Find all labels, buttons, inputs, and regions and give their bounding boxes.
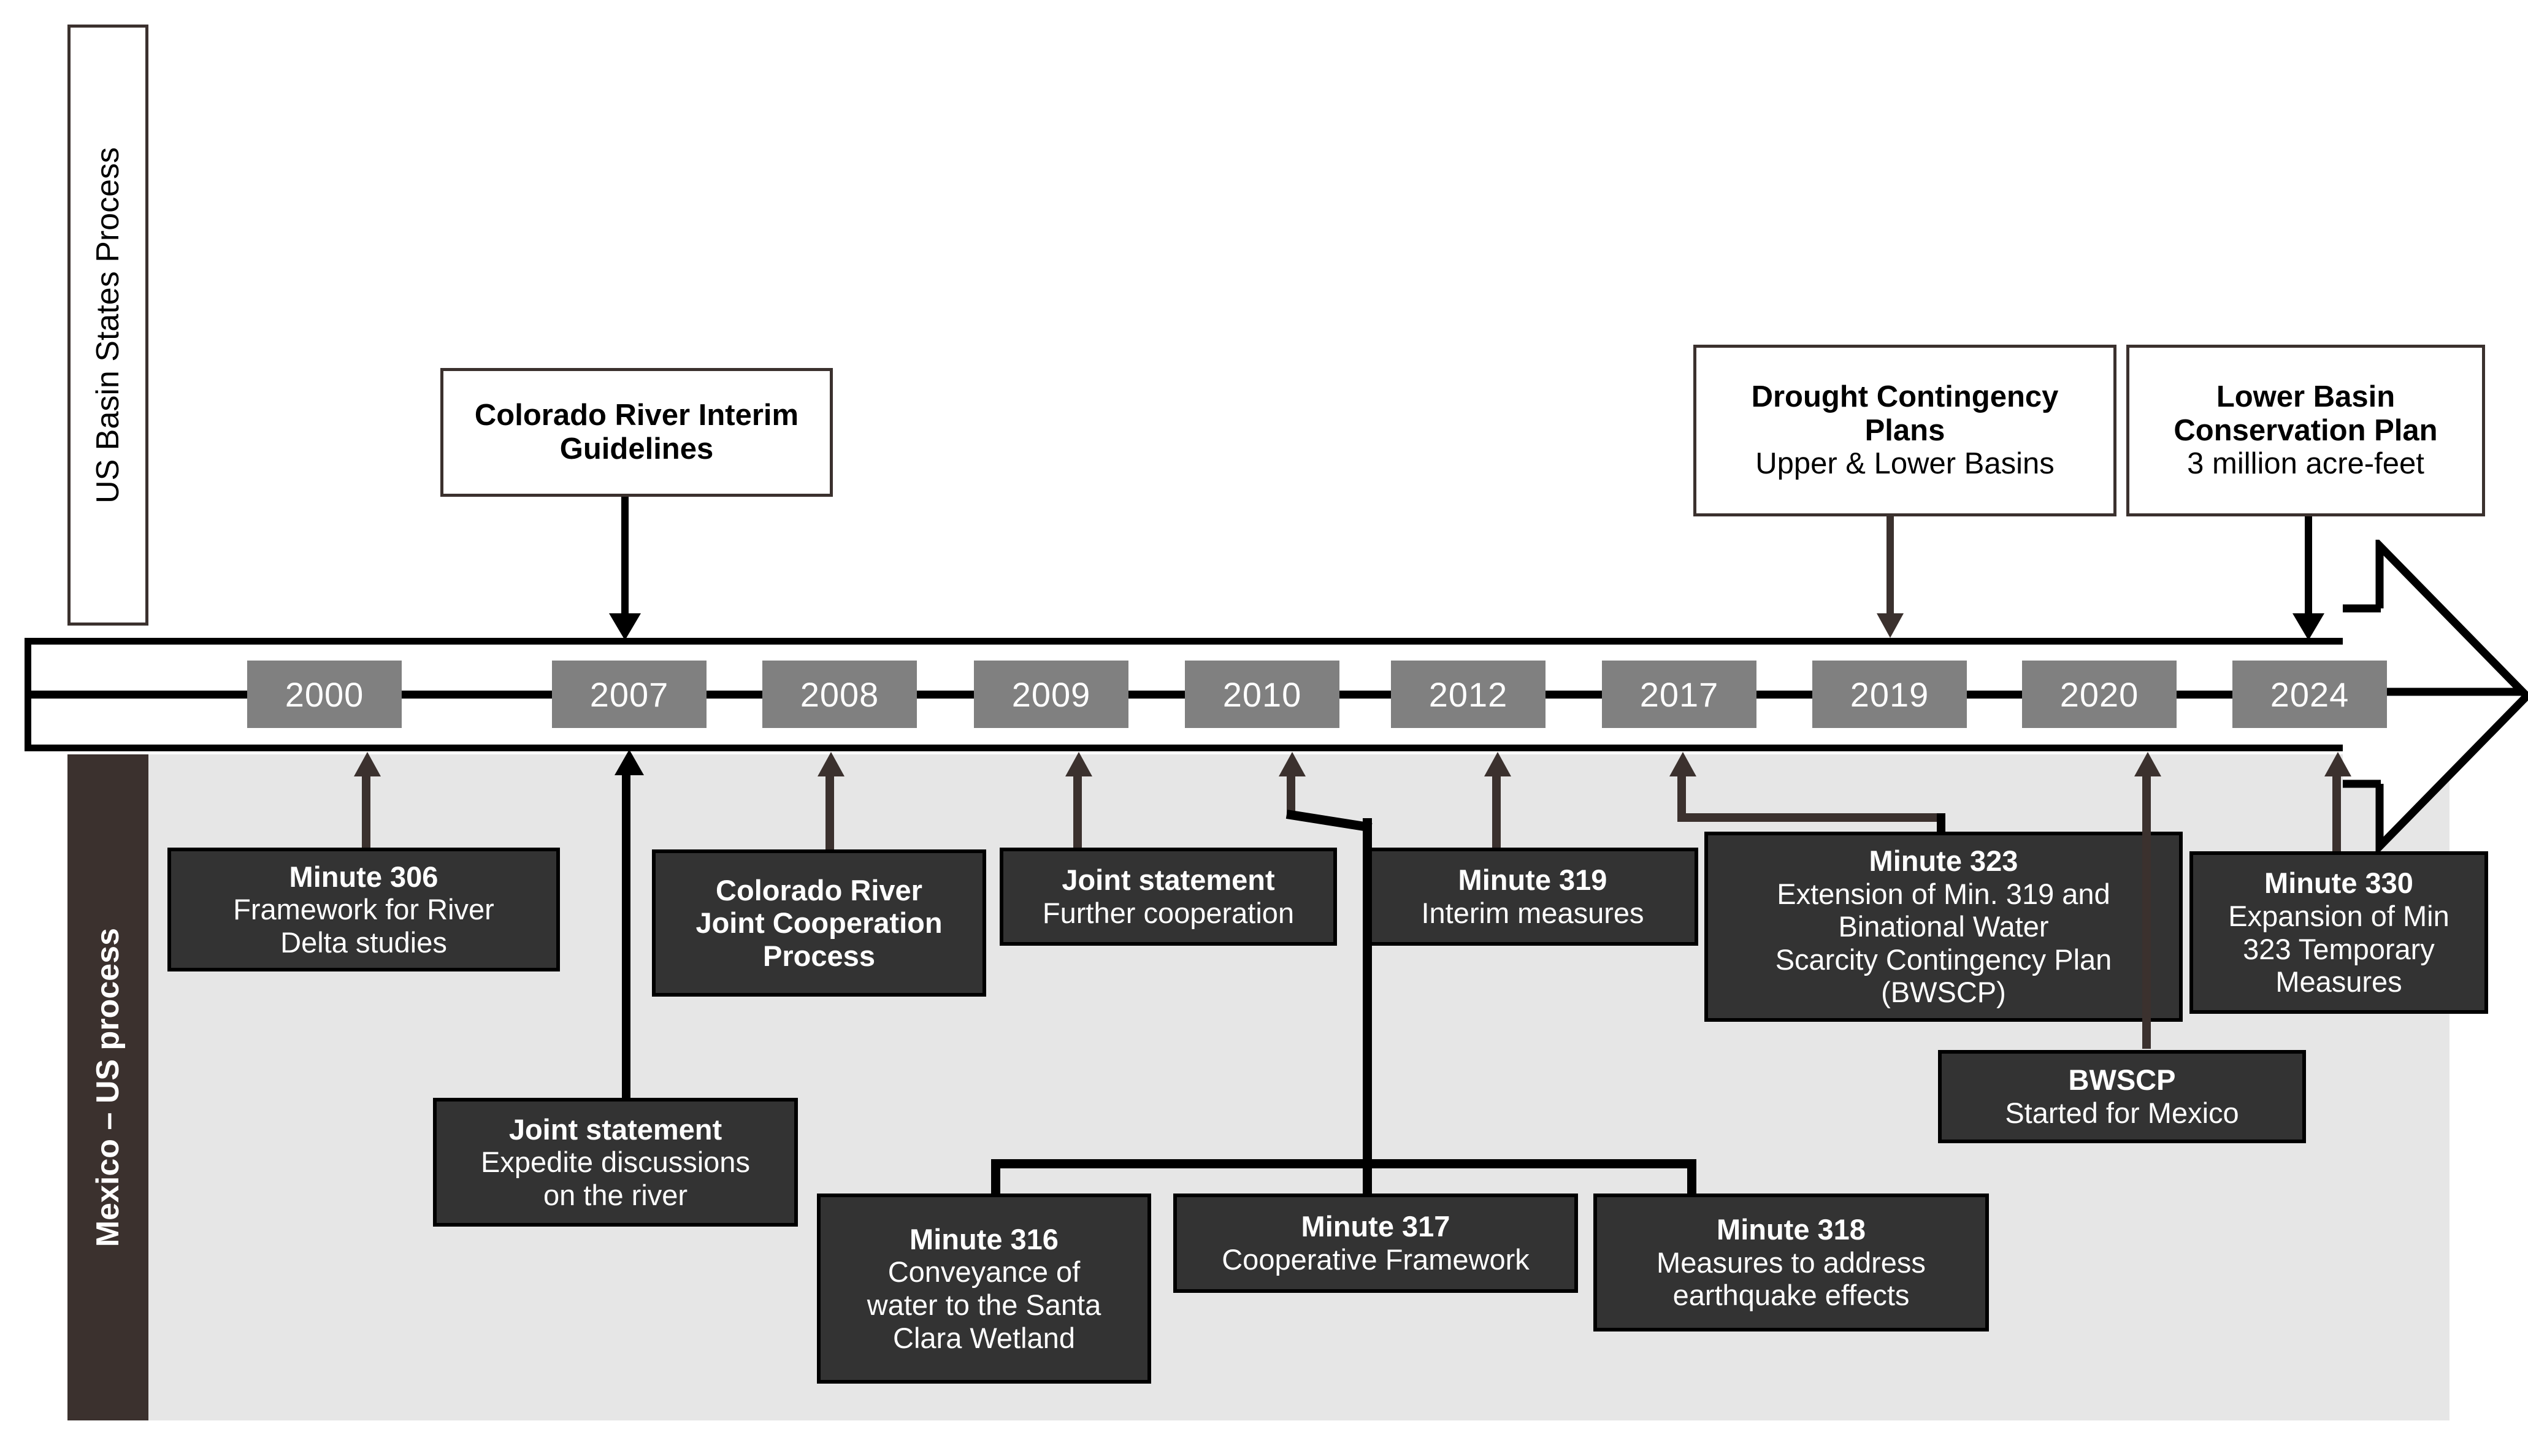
- year-label: 2017: [1639, 675, 1719, 714]
- connector-min319-arrowhead-icon: [1484, 752, 1511, 776]
- connector-us-dcp-arrowhead-icon: [1877, 613, 1904, 638]
- connector-min330-stem: [2332, 773, 2341, 853]
- connector-joint-further-arrowhead-icon: [1065, 752, 1092, 776]
- connector-bwscp-stem: [2142, 773, 2151, 1049]
- year-chip-2009[interactable]: 2009: [974, 661, 1128, 728]
- year-chip-2010[interactable]: 2010: [1185, 661, 1339, 728]
- us-box-colorado-river-interim-guidelines[interactable]: Colorado River Interim Guidelines: [440, 368, 833, 497]
- connector-min330-arrowhead-icon: [2324, 752, 2351, 776]
- year-chip-2019[interactable]: 2019: [1812, 661, 1967, 728]
- mx-box-title: Colorado River Joint Cooperation Process: [695, 873, 943, 972]
- year-chip-2007[interactable]: 2007: [552, 661, 707, 728]
- connector-us-lbcp-arrowhead-icon: [2292, 613, 2324, 640]
- mx-box-minute-306[interactable]: Minute 306 Framework for River Delta stu…: [167, 848, 560, 971]
- connector-min323-horz: [1677, 813, 1944, 822]
- connector-crjcp-stem: [825, 773, 834, 849]
- us-box-line3: 3 million acre-feet: [2187, 447, 2424, 481]
- mx-box-body: Measures to address earthquake effects: [1657, 1246, 1926, 1312]
- mx-box-minute-323[interactable]: Minute 323 Extension of Min. 319 and Bin…: [1704, 832, 2183, 1022]
- connector-us-guidelines-arrowhead-icon: [609, 613, 641, 640]
- us-box-line2: Guidelines: [559, 432, 714, 466]
- year-chip-2008[interactable]: 2008: [762, 661, 917, 728]
- mx-box-body: Further cooperation: [1042, 897, 1295, 929]
- connector-bus-horizontal: [991, 1159, 1696, 1168]
- year-label: 2009: [1011, 675, 1091, 714]
- mx-box-body: Started for Mexico: [2005, 1097, 2239, 1129]
- year-label: 2007: [589, 675, 669, 714]
- mx-box-title: Minute 323: [1869, 845, 2018, 878]
- mx-box-title: Minute 317: [1301, 1210, 1450, 1243]
- connector-2010-stem: [1287, 773, 1295, 818]
- connector-min323-arrowhead-icon: [1669, 752, 1696, 776]
- connector-2010-arrowhead-icon: [1279, 752, 1306, 776]
- mx-box-title: Minute 306: [289, 860, 439, 893]
- mx-box-body: Interim measures: [1421, 897, 1644, 929]
- mx-box-bwscp-started-for-mexico[interactable]: BWSCP Started for Mexico: [1938, 1050, 2306, 1143]
- connector-min319-stem: [1492, 773, 1501, 849]
- year-label: 2010: [1222, 675, 1302, 714]
- mx-box-title: BWSCP: [2068, 1063, 2176, 1097]
- mx-box-colorado-river-joint-cooperation-process[interactable]: Colorado River Joint Cooperation Process: [652, 849, 986, 997]
- year-chip-2024[interactable]: 2024: [2232, 661, 2387, 728]
- mx-box-body: Framework for River Delta studies: [233, 893, 494, 959]
- connector-us-lbcp-stem: [2305, 516, 2312, 618]
- connector-joint-expedite-stem: [622, 772, 630, 1100]
- mx-box-title: Joint statement: [1062, 864, 1275, 897]
- connector-min323-vert: [1677, 773, 1686, 822]
- connector-joint-expedite-arrowhead-icon: [615, 749, 644, 775]
- year-chip-2000[interactable]: 2000: [247, 661, 402, 728]
- us-basin-states-process-text: US Basin States Process: [90, 147, 126, 504]
- mx-box-minute-316[interactable]: Minute 316 Conveyance of water to the Sa…: [817, 1194, 1151, 1384]
- mx-box-body: Cooperative Framework: [1222, 1243, 1530, 1276]
- mx-box-minute-330[interactable]: Minute 330 Expansion of Min 323 Temporar…: [2189, 851, 2488, 1014]
- us-box-line2: Plans: [1864, 413, 1945, 447]
- year-chip-2020[interactable]: 2020: [2022, 661, 2177, 728]
- connector-crjcp-arrowhead-icon: [818, 752, 845, 776]
- mx-box-title: Minute 319: [1458, 864, 1607, 897]
- year-chip-2012[interactable]: 2012: [1391, 661, 1546, 728]
- mx-box-title: Minute 330: [2264, 867, 2413, 900]
- year-label: 2020: [2059, 675, 2139, 714]
- connector-min306-arrowhead-icon: [354, 752, 381, 776]
- mx-box-title: Minute 316: [910, 1222, 1059, 1255]
- us-basin-states-process-label: US Basin States Process: [67, 25, 148, 626]
- mx-box-title: Minute 318: [1717, 1213, 1866, 1246]
- year-chip-2017[interactable]: 2017: [1602, 661, 1756, 728]
- year-label: 2024: [2270, 675, 2350, 714]
- connector-joint-further-stem: [1073, 773, 1082, 849]
- mx-box-body: Conveyance of water to the Santa Clara W…: [867, 1255, 1101, 1354]
- us-box-lower-basin-conservation-plan[interactable]: Lower Basin Conservation Plan 3 million …: [2126, 345, 2485, 516]
- connector-bus-vertical: [1363, 818, 1372, 1162]
- us-box-line1: Drought Contingency: [1751, 380, 2059, 413]
- us-box-line3: Upper & Lower Basins: [1755, 447, 2055, 481]
- mx-box-title: Joint statement: [508, 1113, 722, 1146]
- us-box-drought-contingency-plans[interactable]: Drought Contingency Plans Upper & Lower …: [1693, 345, 2116, 516]
- mx-box-joint-statement-further[interactable]: Joint statement Further cooperation: [1000, 848, 1337, 946]
- year-label: 2012: [1428, 675, 1508, 714]
- mx-box-body: Expedite discussions on the river: [481, 1146, 750, 1211]
- year-label: 2008: [800, 675, 879, 714]
- us-box-line2: Conservation Plan: [2174, 413, 2438, 447]
- us-box-line1: Lower Basin: [2216, 380, 2396, 413]
- mx-box-body: Expansion of Min 323 Temporary Measures: [2228, 899, 2449, 998]
- mx-box-minute-317[interactable]: Minute 317 Cooperative Framework: [1173, 1194, 1578, 1293]
- mx-box-minute-319[interactable]: Minute 319 Interim measures: [1367, 848, 1698, 946]
- year-label: 2019: [1850, 675, 1929, 714]
- year-label: 2000: [285, 675, 364, 714]
- connector-us-dcp-stem: [1886, 516, 1894, 618]
- us-box-line1: Colorado River Interim: [474, 399, 799, 432]
- mx-box-joint-statement-expedite[interactable]: Joint statement Expedite discussions on …: [433, 1098, 798, 1227]
- mexico-us-process-text: Mexico – US process: [90, 927, 126, 1247]
- connector-min306-stem: [362, 773, 370, 849]
- mx-box-minute-318[interactable]: Minute 318 Measures to address earthquak…: [1593, 1194, 1989, 1331]
- connector-us-guidelines-stem: [621, 497, 629, 618]
- mexico-us-process-label: Mexico – US process: [67, 754, 148, 1420]
- connector-bwscp-arrowhead-icon: [2134, 752, 2161, 776]
- mx-box-body: Extension of Min. 319 and Binational Wat…: [1775, 877, 2112, 1009]
